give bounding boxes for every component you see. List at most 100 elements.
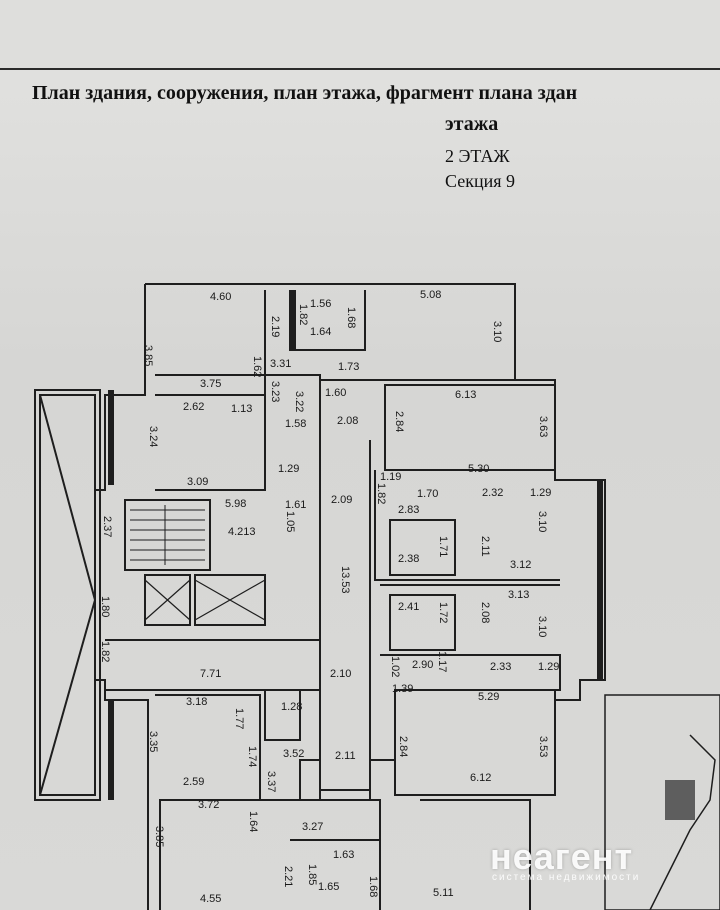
thick-wall-1: [108, 390, 114, 485]
dim-label: 3.27: [302, 821, 323, 833]
dim-label: 5.98: [225, 498, 246, 510]
corridor-top-left: [155, 374, 321, 440]
dim-label: 3.85: [153, 826, 165, 847]
section-label: Секция 9: [445, 171, 516, 191]
dim-label: 1.17: [436, 651, 448, 672]
dim-label: 2.59: [183, 776, 204, 788]
dim-label: 1.82: [297, 304, 309, 325]
dim-label: 3.09: [187, 476, 208, 488]
dim-label: 1.68: [345, 307, 357, 328]
balcony-left-inner: [39, 394, 96, 796]
dim-label: 1.70: [417, 488, 438, 500]
dim-label: 1.65: [318, 881, 339, 893]
dim-label: 1.74: [246, 746, 258, 767]
dim-label: 2.21: [282, 866, 294, 887]
lift-1: [144, 574, 191, 626]
dim-label: 3.31: [270, 358, 291, 370]
dim-label: 3.63: [537, 416, 549, 437]
document-title-continuation: этажа: [445, 113, 499, 135]
dim-label: 3.12: [510, 559, 531, 571]
dim-label: 3.85: [142, 345, 154, 366]
dim-label: 1.29: [530, 487, 551, 499]
dim-label: 1.28: [281, 701, 302, 713]
dim-label: 6.12: [470, 772, 491, 784]
staircase: [124, 499, 211, 571]
dim-label: 3.22: [293, 391, 305, 412]
dim-label: 2.90: [412, 659, 433, 671]
dim-label: 1.82: [375, 483, 387, 504]
dim-label: 1.73: [338, 361, 359, 373]
dim-label: 1.85: [306, 864, 318, 885]
dim-label: 4.60: [210, 291, 231, 303]
dim-label: 2.62: [183, 401, 204, 413]
lift-2: [194, 574, 266, 626]
dim-label: 7.71: [200, 668, 221, 680]
dim-label: 1.02: [389, 656, 401, 677]
bathroom-bottom: [264, 689, 301, 741]
balcony-left-diagonal: [39, 394, 97, 796]
dim-label: 1.64: [247, 811, 259, 832]
dim-label: 3.10: [536, 511, 548, 532]
dim-label: 2.37: [101, 516, 113, 537]
dim-label: 3.24: [147, 426, 159, 447]
dim-label: 2.84: [397, 736, 409, 757]
site-fragment: [604, 694, 720, 910]
wall-f: [275, 799, 381, 910]
dim-label: 1.19: [380, 471, 401, 483]
document-title: План здания, сооружения, план этажа, фра…: [32, 82, 578, 104]
dim-label: 3.23: [269, 381, 281, 402]
dim-label: 5.30: [468, 463, 489, 475]
dim-label: 2.10: [330, 668, 351, 680]
dim-label: 3.10: [491, 321, 503, 342]
dim-label: 2.08: [479, 602, 491, 623]
stair-steps: [130, 505, 205, 565]
dim-label: 5.29: [478, 691, 499, 703]
dim-label: 3.72: [198, 799, 219, 811]
site-fragment-contour: [649, 734, 716, 910]
dim-label: 4.213: [228, 526, 256, 538]
dim-label: 1.64: [310, 326, 331, 338]
dim-label: 4.55: [200, 893, 221, 905]
dim-label: 1.62: [251, 356, 263, 377]
dim-label: 2.11: [335, 750, 356, 762]
dim-label: 2.41: [398, 601, 419, 613]
dim-label: 1.72: [437, 602, 449, 623]
dim-label: 2.19: [269, 316, 281, 337]
site-fragment-hatch: [665, 780, 695, 820]
room-bottom-right: [420, 799, 531, 910]
hall-lower: [105, 639, 321, 691]
dim-label: 1.56: [310, 298, 331, 310]
dim-label: 1.68: [367, 876, 379, 897]
room-bottom-left: [155, 694, 261, 800]
dim-label: 1.58: [285, 418, 306, 430]
bathroom-right-2: [389, 594, 456, 651]
dim-label: 2.32: [482, 487, 503, 499]
dim-label: 1.05: [284, 511, 296, 532]
dim-label: 1.71: [437, 536, 449, 557]
bathroom-right-1: [389, 519, 456, 576]
plan-walls: [34, 283, 606, 910]
floor-label: 2 ЭТАЖ: [445, 146, 510, 166]
title-rule: [0, 68, 720, 70]
dim-label: 2.83: [398, 504, 419, 516]
dim-label: 3.13: [508, 589, 529, 601]
watermark-tagline: система недвижимости: [492, 872, 641, 883]
dim-label: 5.08: [420, 289, 441, 301]
dim-label: 3.75: [200, 378, 221, 390]
lift-cross: [144, 579, 266, 621]
dim-label: 6.13: [455, 389, 476, 401]
watermark-brand: неагент: [490, 836, 634, 877]
central-corridor: [319, 440, 371, 791]
dim-label: 2.33: [490, 661, 511, 673]
dim-label: 1.82: [99, 641, 111, 662]
site-hatch-block: [665, 780, 695, 820]
dim-label: 2.38: [398, 553, 419, 565]
room-right-lower: [394, 689, 556, 796]
dim-label: 1.60: [325, 387, 346, 399]
dim-label: 3.37: [265, 771, 277, 792]
top-margin-band: [0, 0, 720, 70]
dim-label: 3.35: [147, 731, 159, 752]
wall-c: [374, 470, 560, 581]
